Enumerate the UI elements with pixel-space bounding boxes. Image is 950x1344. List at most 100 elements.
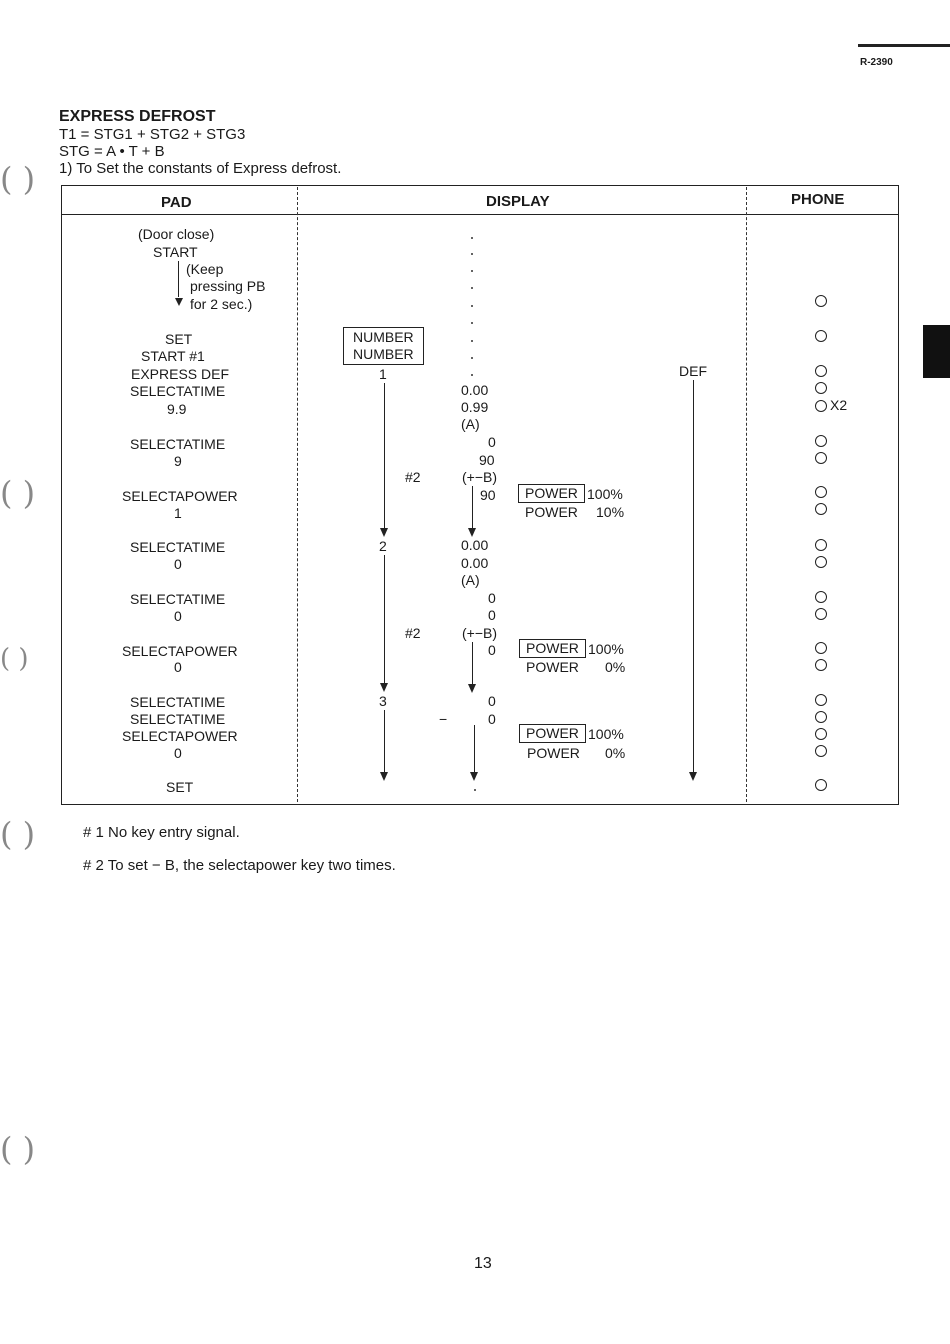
step-2: 2	[379, 538, 387, 554]
number-box: NUMBER NUMBER	[343, 327, 424, 365]
hold-line	[178, 261, 179, 297]
pad-set: SET	[166, 779, 194, 795]
beep-circle	[815, 728, 827, 740]
def-line	[693, 380, 694, 772]
header-display: DISPLAY	[486, 193, 550, 210]
pad-selectapower: SELECTAPOWER	[122, 488, 238, 504]
beep-circle	[815, 556, 827, 568]
display-value: 0	[488, 434, 496, 450]
display-line	[472, 642, 473, 684]
beep-circle	[815, 779, 827, 791]
pad-keep: (Keep	[186, 261, 224, 277]
pad-selectatime: SELECTATIME	[130, 383, 226, 399]
display-line	[472, 486, 473, 528]
display-dot	[471, 287, 473, 289]
power-label: POWER	[527, 745, 580, 761]
display-a: (A)	[461, 416, 480, 432]
procedure-table	[61, 185, 899, 805]
beep-circle	[815, 400, 827, 412]
beep-circle	[815, 295, 827, 307]
display-dot	[471, 374, 473, 376]
pad-selectatime: SELECTATIME	[130, 539, 226, 555]
beep-circle	[815, 694, 827, 706]
instruction-text: 1) To Set the constants of Express defro…	[59, 160, 342, 177]
display-arrow	[468, 684, 476, 693]
step-line	[384, 383, 385, 528]
beep-circle	[815, 591, 827, 603]
beep-circle	[815, 435, 827, 447]
pad-selectatime: SELECTATIME	[130, 436, 226, 452]
power-percent: 0%	[605, 745, 626, 761]
display-value: 0	[488, 590, 496, 606]
beep-count: X2	[830, 397, 848, 413]
pad-set: SET	[165, 331, 193, 347]
display-arrow	[470, 772, 478, 781]
beep-circle	[815, 642, 827, 654]
display-dot	[471, 237, 473, 239]
beep-circle	[815, 659, 827, 671]
pad-door-close: (Door close)	[138, 226, 215, 242]
pad-selectapower: SELECTAPOWER	[122, 643, 238, 659]
formula-stg: STG = A • T + B	[59, 143, 165, 160]
note-2: #2	[405, 625, 421, 641]
display-value: 0	[488, 711, 496, 727]
step-arrow	[380, 528, 388, 537]
display-value: 0.00	[461, 555, 489, 571]
step-line	[384, 555, 385, 683]
display-dot	[474, 789, 476, 791]
beep-circle	[815, 608, 827, 620]
step-arrow	[380, 683, 388, 692]
pad-value: 0	[174, 659, 182, 675]
display-value: 0	[488, 693, 496, 709]
def-arrow	[689, 772, 697, 781]
footnote-2: # 2 To set − B, the selectapower key two…	[83, 857, 396, 874]
display-value: 0.00	[461, 537, 489, 553]
beep-circle	[815, 539, 827, 551]
display-plus-minus-b: (+−B)	[462, 625, 498, 641]
display-dot	[471, 322, 473, 324]
pad-value: 0	[174, 608, 182, 624]
header-pad: PAD	[161, 194, 192, 211]
beep-circle	[815, 503, 827, 515]
display-value: 0.00	[461, 382, 489, 398]
table-header-rule	[61, 214, 899, 215]
column-divider-phone	[746, 187, 747, 802]
step-arrow	[380, 772, 388, 781]
display-value: 90	[479, 452, 495, 468]
header-phone: PHONE	[791, 191, 845, 208]
power-box: POWER	[518, 484, 585, 503]
punch-mark: ( )	[0, 1130, 36, 1168]
section-title: EXPRESS DEFROST	[59, 108, 216, 125]
pad-value: 0	[174, 556, 182, 572]
beep-circle	[815, 486, 827, 498]
display-value: 0	[488, 607, 496, 623]
hold-arrow	[175, 298, 183, 306]
punch-mark: ( )	[0, 644, 29, 674]
pad-value: 1	[174, 505, 182, 521]
step-1: 1	[379, 366, 387, 382]
pad-value: 0	[174, 745, 182, 761]
number-label: NUMBER	[353, 329, 414, 345]
display-dot	[471, 340, 473, 342]
pad-value: 9	[174, 453, 182, 469]
beep-circle	[815, 745, 827, 757]
number-label: NUMBER	[353, 346, 414, 362]
beep-circle	[815, 452, 827, 464]
power-box: POWER	[519, 724, 586, 743]
def-label: DEF	[679, 363, 707, 379]
footnote-1: # 1 No key entry signal.	[83, 824, 240, 841]
display-value: 0.99	[461, 399, 489, 415]
display-arrow	[468, 528, 476, 537]
step-3: 3	[379, 693, 387, 709]
column-divider-pad	[297, 187, 298, 802]
display-dot	[471, 305, 473, 307]
pad-start: START	[153, 244, 198, 260]
pad-selectatime: SELECTATIME	[130, 694, 226, 710]
note-2: #2	[405, 469, 421, 485]
power-label: POWER	[526, 659, 579, 675]
edge-tab	[923, 325, 950, 378]
punch-mark: ( )	[0, 474, 36, 512]
formula-t1: T1 = STG1 + STG2 + STG3	[59, 126, 246, 143]
pad-selectatime: SELECTATIME	[130, 711, 226, 727]
display-plus-minus-b: (+−B)	[462, 469, 498, 485]
